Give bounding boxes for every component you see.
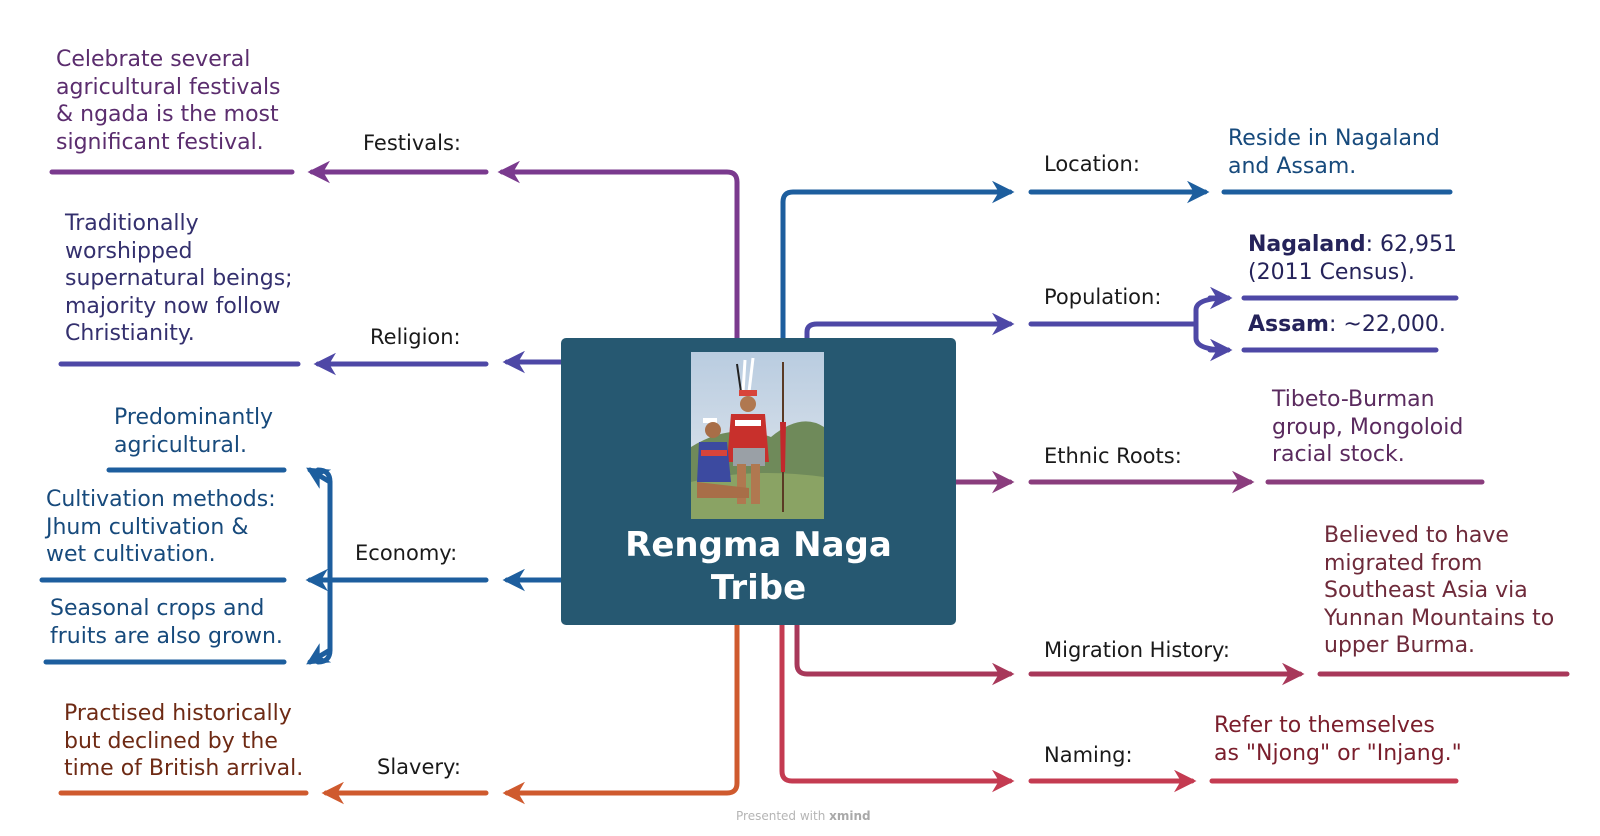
population-label[interactable]: Population: [1044, 285, 1162, 309]
central-topic-photo [691, 352, 824, 519]
migration-connector [794, 622, 1015, 686]
economy-item-2[interactable]: Cultivation methods: Jhum cultivation & … [46, 487, 276, 567]
economy-brace-bottom-arrow [306, 643, 333, 665]
central-topic[interactable]: Rengma Naga Tribe [561, 338, 956, 625]
religion-label[interactable]: Religion: [370, 325, 461, 349]
population-assam-label: Assam [1248, 312, 1329, 337]
migration-text[interactable]: Believed to have migrated from Southeast… [1324, 523, 1555, 658]
economy-item-1[interactable]: Predominantly agricultural. [114, 405, 274, 458]
footer-prefix: Presented with [736, 809, 830, 823]
location-text[interactable]: Reside in Nagaland and Assam. [1228, 126, 1440, 179]
population-assam[interactable]: Assam: ~22,000. [1248, 311, 1446, 339]
central-topic-title: Rengma Naga Tribe [625, 525, 892, 608]
population-nagaland-value: : 62,951 (2011 Census). [1248, 232, 1458, 285]
population-connector [804, 312, 1015, 341]
festivals-connector [497, 160, 740, 341]
slavery-text[interactable]: Practised historically but declined by t… [64, 701, 304, 781]
location-label[interactable]: Location: [1044, 152, 1140, 176]
naming-connector [779, 622, 1015, 793]
naming-label[interactable]: Naming: [1044, 743, 1133, 767]
footer-credit: Presented with xmind [736, 809, 871, 823]
naming-text[interactable]: Refer to themselves as "Njong" or "Injan… [1214, 713, 1462, 766]
economy-brace [315, 467, 333, 665]
religion-text[interactable]: Traditionally worshipped supernatural be… [65, 211, 293, 346]
footer-brand: xmind [829, 809, 871, 823]
festivals-text[interactable]: Celebrate several agricultural festivals… [56, 47, 281, 155]
slavery-connector [502, 622, 740, 805]
population-nagaland-label: Nagaland [1248, 232, 1366, 257]
population-brace [1193, 295, 1231, 353]
migration-label[interactable]: Migration History: [1044, 638, 1230, 662]
economy-brace-top-arrow [306, 467, 333, 489]
population-assam-value: : ~22,000. [1329, 312, 1446, 337]
economy-item-3[interactable]: Seasonal crops and fruits are also grown… [50, 596, 283, 649]
population-nagaland[interactable]: Nagaland: 62,951 (2011 Census). [1248, 231, 1457, 286]
location-connector [780, 180, 1015, 341]
ethnic-roots-text[interactable]: Tibeto-Burman group, Mongoloid racial st… [1272, 387, 1464, 467]
slavery-label[interactable]: Slavery: [377, 755, 461, 779]
ethnic-roots-label[interactable]: Ethnic Roots: [1044, 444, 1182, 468]
economy-label[interactable]: Economy: [355, 541, 458, 565]
festivals-label[interactable]: Festivals: [363, 131, 462, 155]
